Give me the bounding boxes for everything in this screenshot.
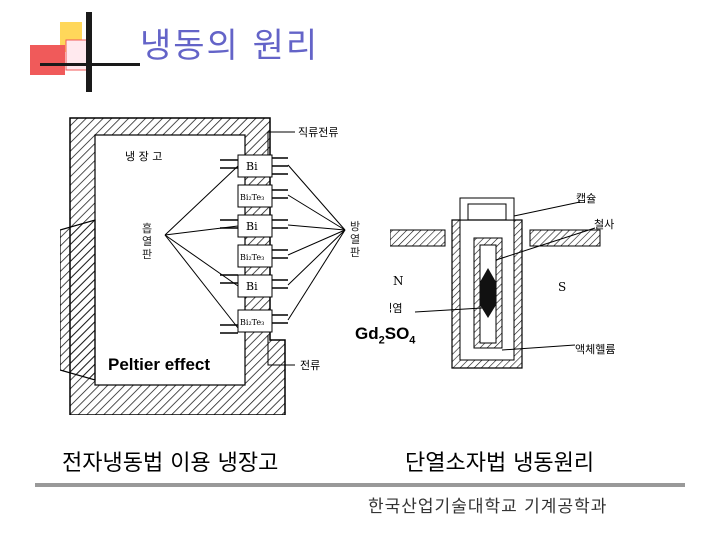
fridge-door <box>60 219 96 381</box>
element-label: Bi <box>246 280 258 293</box>
vertical-bar <box>86 12 92 92</box>
leader-lines <box>164 131 346 366</box>
south-pole-label: S <box>558 280 566 294</box>
dc-current-label: 직류전류 <box>298 126 338 139</box>
magnet-n <box>390 229 446 247</box>
current-label: 전류 <box>300 359 320 372</box>
red-square <box>30 45 65 75</box>
salt-crystal <box>480 268 496 318</box>
compound-label: Gd2SO4 <box>355 324 416 347</box>
right-caption: 단열소자법 냉동원리 <box>405 451 595 476</box>
footer-divider <box>35 483 685 487</box>
peltier-effect-label: Peltier effect <box>108 355 211 374</box>
heat-absorb-label: 흡 열 판 <box>142 222 153 261</box>
demagnetization-diagram: 캡슐 철사 N S 상자성염 액체헬륨 <box>390 192 615 369</box>
liquid-helium-label: 액체헬륨 <box>575 343 615 356</box>
element-label: Bi <box>246 160 258 173</box>
horizontal-bar <box>40 63 140 66</box>
element-label: Bi₂Te₃ <box>240 253 264 262</box>
element-stack <box>237 154 273 333</box>
footer-text: 한국산업기술대학교 기계공학과 <box>368 497 608 517</box>
element-label: Bi₂Te₃ <box>240 318 264 327</box>
leader-lines-right <box>414 201 596 351</box>
fridge-label: 냉 장 고 <box>125 150 162 163</box>
heat-release-label: 방 열 판 <box>350 220 361 259</box>
element-label: Bi₂Te₃ <box>240 193 264 202</box>
paramagnetic-salt-label: 상자성염 <box>390 302 402 315</box>
peltier-diagram: Bi Bi₂Te₃ Bi Bi₂Te₃ Bi Bi₂Te₃ 냉 장 고 직류전류… <box>60 117 346 415</box>
corner-decoration <box>30 12 140 92</box>
left-caption: 전자냉동법 이용 냉장고 <box>62 451 279 476</box>
element-label: Bi <box>246 220 258 233</box>
capsule-top <box>459 197 515 221</box>
north-pole-label: N <box>393 274 404 288</box>
release-fins <box>272 157 288 324</box>
capsule-label: 캡슐 <box>576 192 596 205</box>
fridge-interior <box>94 134 246 386</box>
absorb-fins <box>220 159 238 334</box>
wire-label: 철사 <box>594 218 614 231</box>
page-title: 냉동의 원리 <box>140 26 320 66</box>
